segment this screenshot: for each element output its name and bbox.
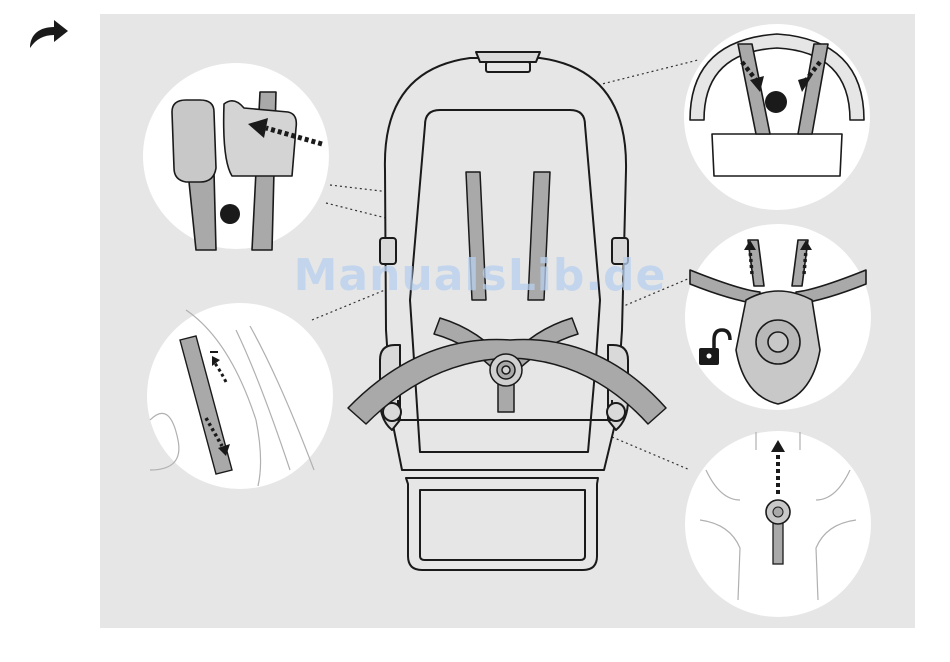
- black-dot-icon: [765, 91, 787, 113]
- watermark-text: ManualsLib.de: [290, 250, 670, 301]
- black-dot-icon: [220, 204, 240, 224]
- detail-crotch-strap: [685, 431, 871, 617]
- detail-harness-shoulder-pad: [143, 63, 329, 250]
- detail-harness-strap-adjust: [147, 303, 333, 489]
- detail-harness-top-routing: [684, 24, 870, 210]
- stroller-seat: [380, 52, 628, 570]
- detail-buckle-release: [685, 224, 871, 410]
